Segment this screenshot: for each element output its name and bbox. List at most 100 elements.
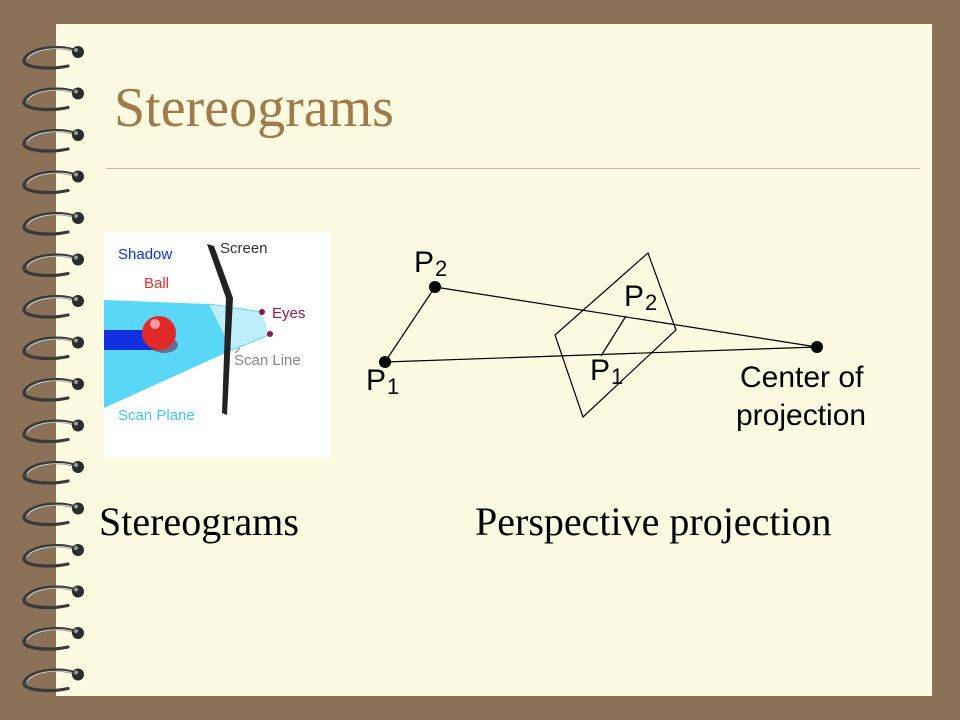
binding-hole: [72, 170, 84, 183]
binding-hole-highlight: [74, 297, 78, 301]
caption-stereograms: Stereograms: [99, 499, 299, 544]
eye-ray-bottom: [231, 334, 270, 351]
title-divider: [106, 168, 920, 169]
spiral-wire: [22, 668, 78, 693]
ray-p1: [384, 346, 818, 363]
spiral-ring: [22, 378, 84, 402]
scan-line-marker: [234, 347, 241, 354]
spiral-wire-highlight: [26, 338, 75, 350]
spiral-wire: [22, 627, 78, 651]
label-p1-outer: P1: [366, 364, 399, 399]
perspective-projection-diagram: P2 P1 P2 P1 Center of projection: [366, 246, 866, 432]
spiral-ring: [22, 419, 84, 444]
point-p1: [379, 356, 391, 368]
spiral-ring: [22, 295, 84, 319]
spiral-wire-highlight: [26, 629, 75, 641]
eye-dot-1: [259, 309, 265, 315]
binding-hole: [72, 253, 84, 266]
spiral-wire-highlight: [26, 546, 75, 558]
binding-hole: [72, 627, 84, 639]
binding-hole-highlight: [74, 131, 78, 135]
spiral-ring: [22, 544, 84, 568]
binding-hole-highlight: [74, 546, 78, 550]
binding-hole: [72, 212, 84, 224]
scan-line-label: Scan Line: [234, 352, 301, 369]
label-p1-inner: P1: [590, 354, 623, 389]
label-p2-outer: P2: [414, 246, 447, 281]
spiral-wire-highlight: [26, 255, 75, 267]
binding-hole-highlight: [74, 255, 78, 260]
label-p2-inner: P2: [624, 280, 657, 315]
scan-plane-label: Scan Plane: [118, 407, 195, 424]
stereogram-diagram: Shadow Ball Screen Eyes Scan Line Scan P…: [104, 232, 331, 458]
binding-hole: [72, 295, 84, 307]
spiral-wire-highlight: [26, 421, 75, 433]
spiral-ring: [22, 585, 84, 610]
spiral-wire: [22, 170, 78, 195]
spiral-ring: [22, 170, 84, 195]
spiral-wire: [22, 544, 78, 568]
spiral-wire: [22, 336, 78, 361]
spiral-ring: [22, 627, 84, 651]
spiral-wire: [22, 585, 78, 610]
spiral-ring: [22, 461, 84, 485]
binding-hole-highlight: [74, 421, 78, 426]
screen-label: Screen: [220, 240, 268, 257]
binding-hole-highlight: [74, 504, 78, 509]
shadow-label: Shadow: [118, 246, 172, 263]
spiral-wire-highlight: [26, 380, 75, 392]
binding-hole: [72, 419, 84, 432]
binding-hole-highlight: [74, 587, 78, 592]
spiral-wire-highlight: [26, 131, 75, 143]
caption-perspective-projection: Perspective projection: [475, 499, 832, 544]
binding-hole-highlight: [74, 670, 78, 675]
projected-segment: [600, 315, 627, 357]
spiral-wire: [22, 129, 78, 153]
spiral-wire: [22, 87, 78, 112]
eye-ray-top: [208, 303, 263, 313]
spiral-wire-highlight: [26, 670, 75, 682]
spiral-wire: [22, 378, 78, 402]
binding-hole: [72, 87, 84, 100]
ball-highlight: [150, 319, 160, 329]
slide-title: Stereograms: [114, 77, 394, 139]
segment-p1-p2: [384, 286, 436, 363]
binding-hole: [72, 544, 84, 556]
spiral-wire: [22, 419, 78, 444]
spiral-wire-highlight: [26, 89, 75, 101]
binding-hole: [72, 336, 84, 349]
point-p2: [429, 281, 441, 293]
spiral-wire-highlight: [26, 48, 75, 60]
eye-dot-2: [267, 331, 273, 337]
spiral-ring: [22, 129, 84, 153]
binding-hole-highlight: [74, 629, 78, 633]
spiral-wire-highlight: [26, 587, 75, 599]
scan-plane: [104, 300, 232, 408]
eye-beam: [209, 304, 269, 350]
spiral-wire-highlight: [26, 214, 75, 226]
center-of-projection-label-line1: Center of: [740, 361, 864, 394]
binding-hole-highlight: [74, 380, 78, 384]
binding-hole: [72, 502, 84, 515]
center-of-projection-point: [811, 341, 823, 353]
spiral-wire-highlight: [26, 297, 75, 309]
binding-hole: [72, 378, 84, 390]
binding-hole: [72, 46, 84, 58]
screen: [207, 244, 233, 415]
spiral-ring: [22, 212, 84, 236]
binding-hole: [72, 585, 84, 598]
binding-hole-highlight: [74, 89, 78, 94]
eyes-label: Eyes: [272, 305, 305, 322]
center-of-projection-label-line2: projection: [736, 399, 866, 432]
binding-hole-highlight: [74, 172, 78, 177]
binding-hole: [72, 668, 84, 681]
binding-hole-highlight: [74, 463, 78, 467]
spiral-wire-highlight: [26, 172, 75, 184]
spiral-wire-highlight: [26, 463, 75, 475]
spiral-binding: [22, 46, 84, 693]
spiral-wire: [22, 212, 78, 236]
binding-hole-highlight: [74, 48, 78, 52]
spiral-ring: [22, 253, 84, 278]
spiral-ring: [22, 336, 84, 361]
ball-label: Ball: [144, 275, 169, 292]
